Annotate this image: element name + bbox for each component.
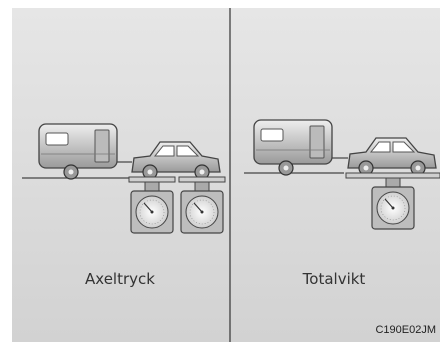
axle-pressure-label: Axeltryck [85, 270, 155, 288]
total-weight-platform [345, 172, 440, 179]
front-axle-scale-icon [130, 190, 174, 234]
platform-support [385, 177, 401, 188]
weighing-diagram: Axeltryck Totalvikt C190E02JM [12, 8, 440, 342]
diagram-frame: Axeltryck Totalvikt C190E02JM [12, 8, 440, 342]
left-panel: Axeltryck [22, 123, 226, 288]
total-weight-label: Totalvikt [302, 270, 366, 288]
figure-code: C190E02JM [375, 324, 436, 336]
total-weight-scale-icon [371, 186, 415, 230]
right-panel: Totalvikt [244, 119, 440, 288]
rear-axle-scale-icon [180, 190, 224, 234]
